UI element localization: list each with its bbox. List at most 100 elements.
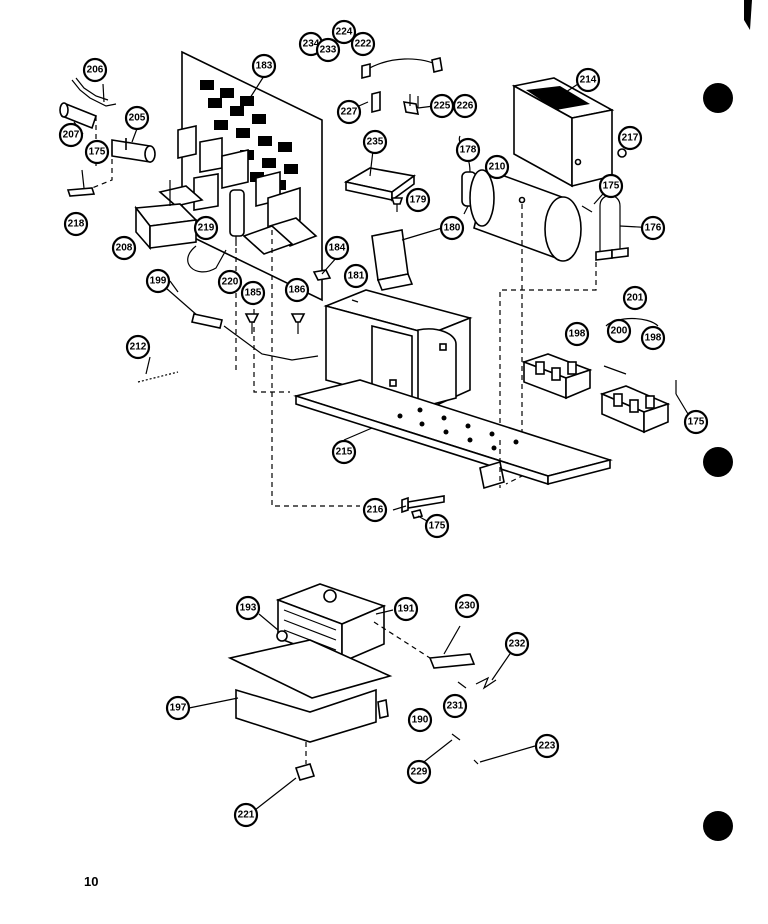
screw-175b: [581, 205, 593, 213]
svg-text:201: 201: [627, 293, 644, 304]
punch-hole-top: [703, 83, 733, 113]
callout-210: 210: [484, 154, 510, 180]
wire-199-lead: [223, 325, 319, 361]
svg-text:206: 206: [87, 65, 104, 76]
callout-212: 212: [125, 334, 151, 360]
callout-185: 185: [240, 280, 266, 306]
cover-197: [227, 639, 393, 743]
svg-text:175: 175: [688, 417, 705, 428]
connector-199: [191, 313, 223, 329]
svg-text:185: 185: [245, 288, 262, 299]
callout-229: 229: [406, 759, 432, 785]
wire-222: [365, 58, 441, 71]
callout-198: 198: [564, 321, 590, 347]
callout-179: 179: [405, 187, 431, 213]
callout-201: 201: [622, 285, 648, 311]
callout-214: 214: [575, 67, 601, 93]
callout-191: 191: [393, 596, 419, 622]
callout-175: 175: [84, 139, 110, 165]
callout-190: 190: [407, 707, 433, 733]
svg-text:226: 226: [457, 101, 474, 112]
clip-226-body: [409, 94, 419, 108]
relay-198-left: [521, 353, 593, 400]
svg-text:216: 216: [367, 505, 384, 516]
svg-text:193: 193: [240, 603, 257, 614]
svg-text:233: 233: [320, 45, 337, 56]
bracket-184: [312, 269, 332, 281]
screw-231: [457, 681, 467, 689]
svg-text:205: 205: [129, 113, 146, 124]
svg-text:232: 232: [509, 639, 526, 650]
callout-184: 184: [324, 235, 350, 261]
callout-233: 233: [315, 37, 341, 63]
svg-text:219: 219: [198, 223, 215, 234]
callout-186: 186: [284, 277, 310, 303]
callout-224: 224: [331, 19, 357, 45]
callout-193: 193: [235, 595, 261, 621]
wire-212: [137, 371, 179, 383]
resistor-207: [59, 102, 97, 130]
callout-198: 198: [640, 325, 666, 351]
svg-text:175: 175: [603, 181, 620, 192]
screw-175a: [81, 169, 85, 189]
callout-221: 221: [233, 802, 259, 828]
callout-180: 180: [439, 215, 465, 241]
block-208: [134, 203, 198, 251]
punch-hole-bottom: [703, 811, 733, 841]
callout-230: 230: [454, 593, 480, 619]
svg-text:190: 190: [412, 715, 429, 726]
capacitor-210: [469, 168, 582, 262]
callout-220: 220: [217, 269, 243, 295]
spring-232: [475, 676, 497, 690]
page-edge-mark: [744, 0, 752, 30]
callout-199: 199: [145, 268, 171, 294]
bracket-180: [371, 229, 414, 291]
callout-175: 175: [683, 409, 709, 435]
gasket-193: [276, 630, 288, 642]
wire-199: [165, 287, 199, 317]
callout-235: 235: [362, 129, 388, 155]
callout-205: 205: [124, 105, 150, 131]
bracket-218: [66, 187, 96, 197]
callout-178: 178: [455, 137, 481, 163]
svg-text:184: 184: [329, 243, 346, 254]
callout-232: 232: [504, 631, 530, 657]
screw-190: [377, 699, 389, 719]
wire-harness-206: [71, 77, 117, 107]
holder-235: [343, 167, 416, 202]
callout-197: 197: [165, 695, 191, 721]
svg-text:175: 175: [429, 521, 446, 532]
callout-207: 207: [58, 122, 84, 148]
wire-loop-220: [187, 245, 227, 273]
svg-text:207: 207: [63, 130, 80, 141]
svg-text:224: 224: [336, 27, 353, 38]
callout-226: 226: [452, 93, 478, 119]
screw-179: [390, 197, 404, 212]
svg-text:234: 234: [303, 39, 320, 50]
callout-222: 222: [350, 31, 376, 57]
svg-text:220: 220: [222, 277, 239, 288]
callout-183: 183: [251, 53, 277, 79]
svg-text:197: 197: [170, 703, 187, 714]
connector-200: [603, 365, 627, 375]
svg-text:210: 210: [489, 162, 506, 173]
svg-text:208: 208: [116, 243, 133, 254]
guide-line-176: [499, 262, 597, 440]
nut-217: [617, 148, 627, 158]
callout-218: 218: [63, 211, 89, 237]
svg-text:199: 199: [150, 276, 167, 287]
callout-223: 223: [534, 733, 560, 759]
svg-text:183: 183: [256, 61, 273, 72]
svg-text:215: 215: [336, 447, 353, 458]
svg-text:212: 212: [130, 342, 147, 353]
screw-185: [244, 313, 260, 334]
capacitor-219: [229, 189, 245, 246]
bracket-176: [595, 194, 629, 261]
punch-hole-middle: [703, 447, 733, 477]
callout-225: 225: [429, 93, 455, 119]
callout-175: 175: [598, 173, 624, 199]
svg-text:176: 176: [645, 223, 662, 234]
svg-text:181: 181: [348, 271, 365, 282]
callout-208: 208: [111, 235, 137, 261]
svg-text:231: 231: [447, 701, 464, 712]
